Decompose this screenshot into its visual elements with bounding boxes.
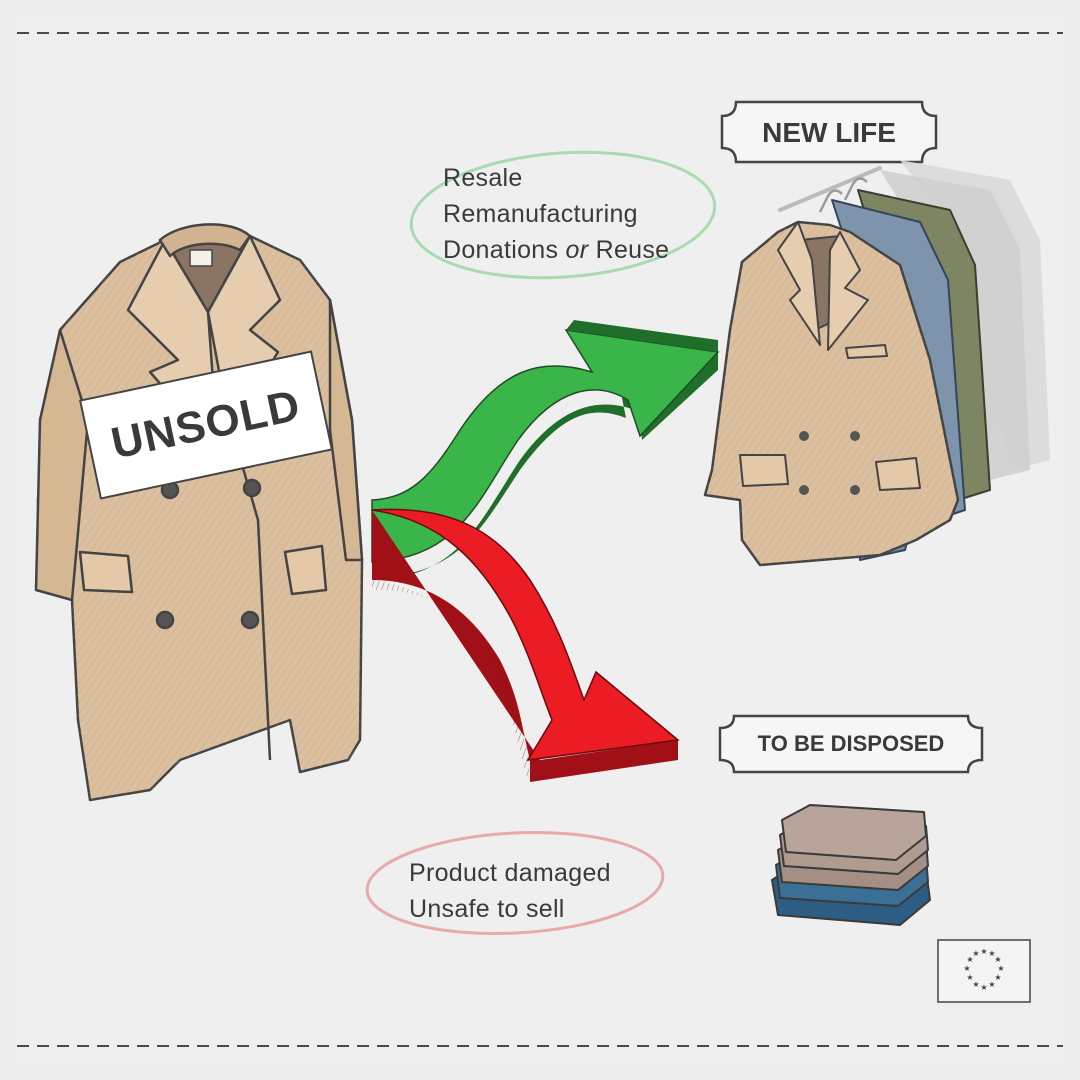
to-be-disposed-badge xyxy=(718,714,984,774)
reason-unsafe-to-sell: Unsafe to sell xyxy=(409,895,565,923)
svg-text:★: ★ xyxy=(994,955,1001,964)
new-life-badge xyxy=(720,100,938,164)
svg-text:★: ★ xyxy=(963,964,970,973)
outcome-donations-text: Donations xyxy=(443,236,566,264)
reason-product-damaged: Product damaged xyxy=(409,859,611,887)
svg-text:★: ★ xyxy=(988,949,995,958)
outcome-remanufacturing: Remanufacturing xyxy=(443,200,638,228)
svg-text:★: ★ xyxy=(972,980,979,989)
folded-clothes-stack xyxy=(771,804,931,926)
svg-text:★: ★ xyxy=(966,955,973,964)
svg-text:★: ★ xyxy=(980,947,987,956)
svg-text:★: ★ xyxy=(988,980,995,989)
new-life-label: NEW LIFE xyxy=(762,117,896,148)
red-arrow-disposal xyxy=(371,508,680,782)
to-be-disposed-label: TO BE DISPOSED xyxy=(757,731,945,756)
positive-outcomes-ring xyxy=(409,150,717,280)
unsold-coat-illustration xyxy=(34,223,364,802)
hanging-jackets-illustration xyxy=(703,160,1050,567)
svg-text:★: ★ xyxy=(966,973,973,982)
svg-text:★: ★ xyxy=(997,964,1004,973)
negative-outcomes-ring xyxy=(365,830,665,936)
outcome-donations-reuse: Donations or Reuse xyxy=(443,232,669,268)
svg-text:★: ★ xyxy=(972,949,979,958)
outcome-reuse-text: Reuse xyxy=(588,236,670,264)
outcome-resale: Resale xyxy=(443,164,523,192)
outcome-or-text: or xyxy=(565,236,589,264)
unsold-tag xyxy=(78,350,334,500)
eu-flag-icon: ★ ★ ★ ★ ★ ★ ★ ★ ★ ★ ★ ★ xyxy=(937,939,1031,1003)
svg-text:★: ★ xyxy=(980,983,987,992)
green-arrow-new-life xyxy=(371,320,720,580)
svg-text:★: ★ xyxy=(994,973,1001,982)
